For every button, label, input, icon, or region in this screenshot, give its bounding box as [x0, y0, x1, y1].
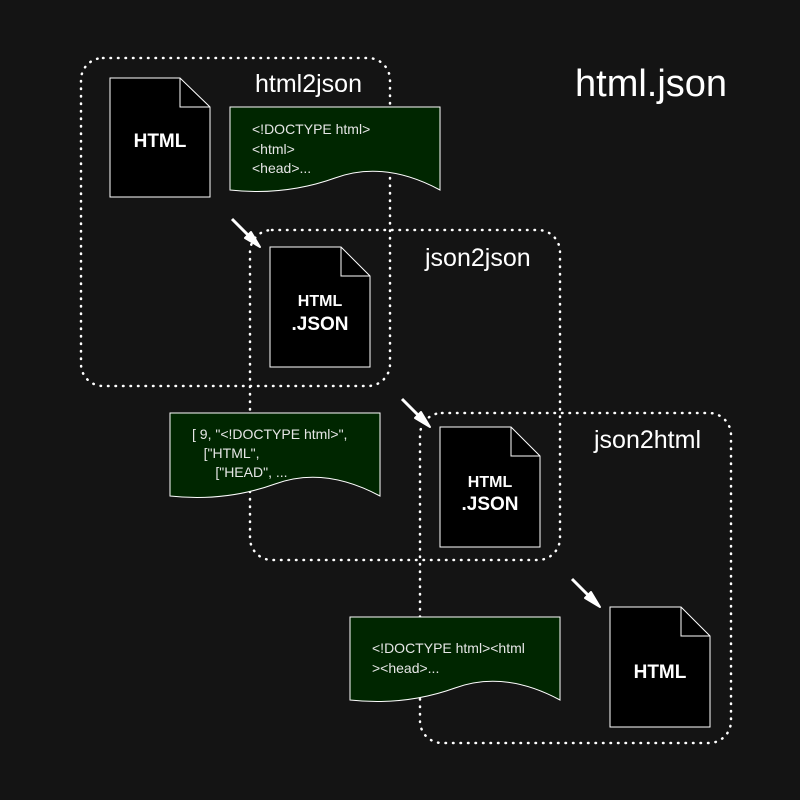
snippet-line: <!DOCTYPE html> [252, 121, 371, 137]
arrow-icon [570, 577, 601, 608]
file-label: HTML [633, 662, 687, 683]
arrow-icon [400, 397, 431, 428]
stage-box-json2json [248, 228, 562, 562]
snippet-line: <!DOCTYPE html><html [372, 640, 525, 656]
html-output-snippet [349, 616, 561, 702]
json-array-snippet [169, 412, 381, 498]
html-json-file-fold [340, 247, 370, 277]
stage-title-json2json: json2json [425, 244, 531, 272]
html-json-file-fold [510, 427, 540, 457]
file-sublabel: .JSON [291, 314, 349, 335]
html-file-fold [680, 607, 710, 637]
file-label: HTML [297, 293, 343, 310]
stage-box-html2json [79, 56, 392, 388]
stage-title-html2json: html2json [255, 70, 362, 98]
html-file-fold [179, 78, 210, 108]
file-sublabel: .JSON [461, 494, 519, 515]
stage-title-json2html: json2html [594, 426, 701, 454]
file-label: HTML [467, 474, 513, 491]
snippet-line: ><head>... [372, 660, 440, 676]
file-label: HTML [133, 131, 187, 152]
stage-box-json2html [418, 411, 733, 745]
html-file-icon [609, 606, 711, 728]
html-json-file-icon [439, 426, 541, 548]
diagram-title: html.json [575, 63, 728, 105]
arrow-icon [230, 217, 261, 248]
snippet-line: <head>... [252, 160, 312, 176]
html-source-snippet [229, 106, 441, 192]
html-file-icon [109, 77, 211, 198]
snippet-line: ["HEAD", ... [192, 464, 288, 480]
snippet-line: <html> [252, 141, 295, 157]
snippet-line: ["HTML", [192, 445, 260, 461]
html-json-file-icon [269, 246, 371, 368]
snippet-line: [ 9, "<!DOCTYPE html>", [192, 426, 348, 442]
